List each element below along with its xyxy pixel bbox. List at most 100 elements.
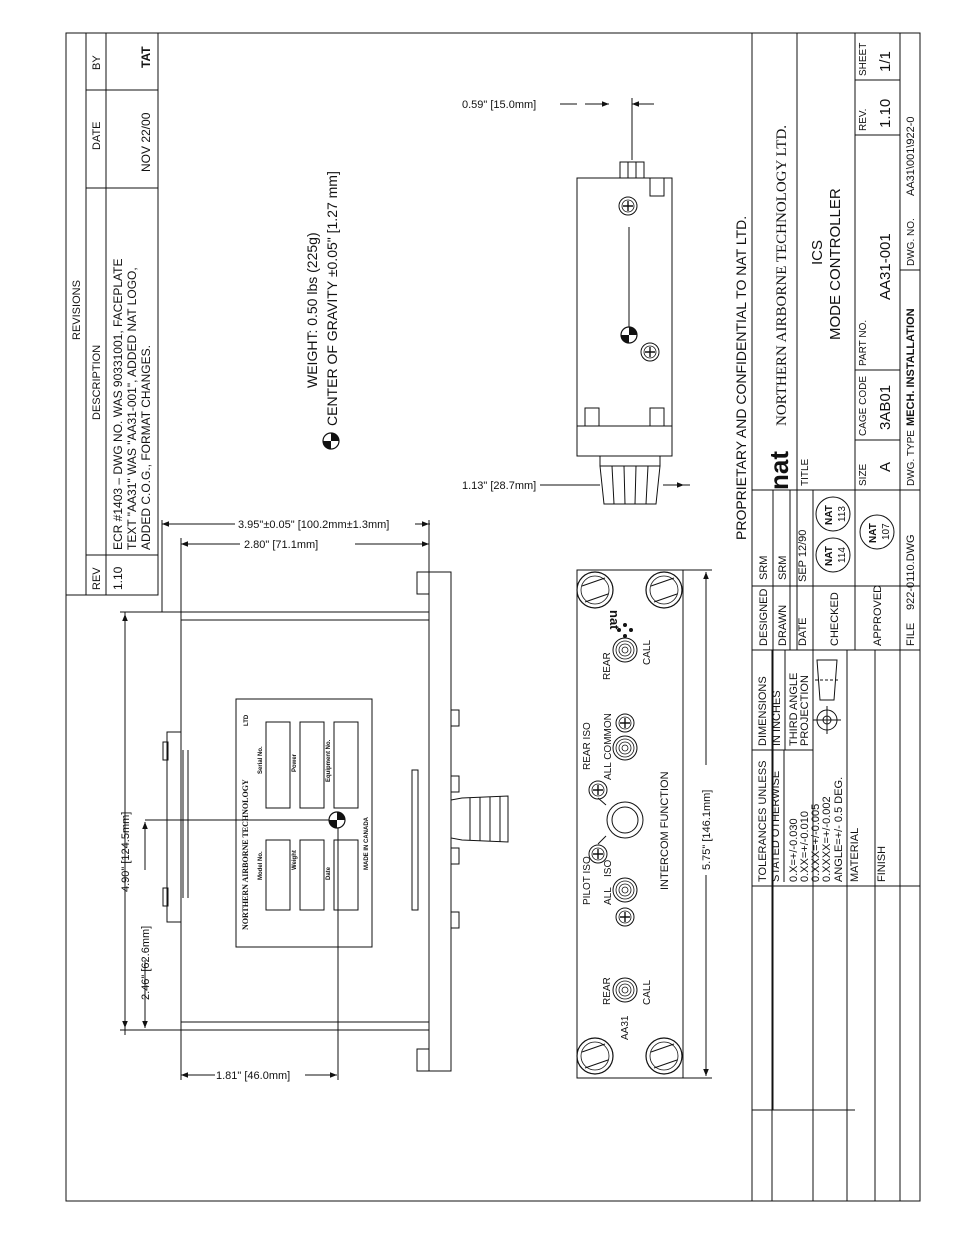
label-ltd: LTD bbox=[244, 714, 250, 726]
finish-label: FINISH bbox=[876, 846, 888, 882]
side-screw-icon bbox=[640, 342, 660, 362]
sheet-value: 1/1 bbox=[877, 51, 894, 72]
size-value: A bbox=[877, 462, 894, 472]
company-name: NORTHERN AIRBORNE TECHNOLOGY LTD. bbox=[774, 125, 790, 426]
rev-value: 1.10 bbox=[111, 566, 125, 590]
tol-line3: 0.XXX=+/-0.005 bbox=[810, 804, 822, 882]
title-block-logo: nat bbox=[764, 451, 794, 490]
rev-value-tb: 1.10 bbox=[877, 99, 894, 128]
common-jack-icon bbox=[612, 735, 638, 761]
all-label: ALL bbox=[603, 887, 614, 905]
dimensions-faceplate: 5.75" [146.1mm] bbox=[683, 569, 713, 1079]
dwg-no-label: DWG. NO. bbox=[906, 218, 917, 266]
title-block: nat NORTHERN AIRBORNE TECHNOLOGY LTD. TI… bbox=[751, 32, 921, 1202]
title-label: TITLE bbox=[800, 458, 811, 486]
approved-label: APPROVED bbox=[872, 585, 884, 646]
dimensions-top-view: 3.95"±0.05" [100.2mm±1.3mm] 2.80" [71.1m… bbox=[120, 519, 430, 1082]
tol-header2: STATED OTHERWISE bbox=[770, 771, 782, 882]
dims-line1: DIMENSIONS bbox=[757, 676, 769, 746]
dim-knob-depth: 1.13" [28.7mm] bbox=[462, 480, 536, 492]
rev-label: REV. bbox=[858, 109, 869, 131]
third-angle-projection-icon bbox=[813, 659, 841, 734]
rev-desc-line1: ECR #1403 – DWG NO. WAS 90331001, FACEPL… bbox=[111, 259, 125, 550]
cog-note: CENTER OF GRAVITY ±0.05" [1.27 mm] bbox=[324, 171, 340, 426]
common-screw-icon bbox=[615, 713, 635, 733]
designed-label: DESIGNED bbox=[758, 588, 770, 646]
svg-text:113: 113 bbox=[837, 506, 848, 522]
tol-header1: TOLERANCES UNLESS bbox=[757, 761, 769, 882]
dwg-type-label: DWG. TYPE bbox=[906, 430, 917, 486]
dimensions-side-view: 1.13" [28.7mm] 0.59" [15.0mm] bbox=[462, 98, 690, 492]
faceplate-model: AA31 bbox=[620, 1015, 631, 1040]
dim-overall-depth: 3.95"±0.05" [100.2mm±1.3mm] bbox=[238, 519, 389, 531]
dims-line2: IN INCHES bbox=[771, 690, 783, 746]
designed-value: SRM bbox=[758, 556, 770, 580]
size-label: SIZE bbox=[858, 463, 869, 486]
intercom-function-label: INTERCOM FUNCTION bbox=[659, 771, 671, 890]
side-view bbox=[576, 161, 673, 505]
sheet-label: SHEET bbox=[858, 43, 869, 76]
title-line1: ICS bbox=[809, 240, 826, 265]
pilot-iso-label: PILOT ISO bbox=[582, 856, 593, 905]
title-line2: MODE CONTROLLER bbox=[827, 188, 844, 340]
label-made-in: MADE IN CANADA bbox=[364, 816, 370, 870]
rev-by: TAT bbox=[139, 46, 153, 68]
dim-cog-depth: 1.81" [46.0mm] bbox=[216, 1070, 290, 1082]
cog-symbol-icon bbox=[322, 432, 340, 450]
faceplate-view: nat REAR CALL ALL COMMON REAR ISO PILOT … bbox=[576, 569, 684, 1079]
dwg-no-value: AA31\001\922-0 bbox=[905, 116, 917, 196]
product-label-plate: NORTHERN AIRBORNE TECHNOLOGY LTD Model N… bbox=[235, 698, 373, 948]
weight-note: WEIGHT: 0.50 lbs (225g) bbox=[304, 232, 320, 388]
side-cog-icon bbox=[620, 326, 638, 344]
tol-line5: ANGLE=+/- 0.5 DEG. bbox=[833, 777, 845, 882]
checked-label: CHECKED bbox=[829, 592, 841, 646]
label-company: NORTHERN AIRBORNE TECHNOLOGY bbox=[241, 779, 250, 930]
dim-cog-offset: 2.46" [62.6mm] bbox=[140, 926, 152, 1000]
side-screw-icon bbox=[618, 196, 638, 216]
proj-line2: PROJECTION bbox=[799, 675, 811, 746]
tol-line2: 0.XX=+/-0.010 bbox=[799, 811, 811, 882]
check-stamp-114: NAT 114 bbox=[815, 537, 851, 573]
dim-faceplate-height: 5.75" [146.1mm] bbox=[701, 790, 713, 870]
tol-line1: 0.X=+/-0.030 bbox=[788, 818, 800, 882]
rear-call-jack-bottom-icon bbox=[612, 977, 638, 1003]
call-label-bottom: CALL bbox=[642, 980, 653, 1005]
faceplate-screw-icon bbox=[576, 571, 614, 609]
dim-connector-depth: 0.59" [15.0mm] bbox=[462, 99, 536, 111]
part-value: AA31-001 bbox=[877, 233, 894, 300]
dim-body-depth: 2.80" [71.1mm] bbox=[244, 539, 318, 551]
drawn-value: SRM bbox=[777, 556, 789, 580]
label-equipment: Equipment No. bbox=[326, 739, 332, 782]
rev-date: NOV 22/00 bbox=[139, 112, 153, 172]
svg-text:nat: nat bbox=[607, 610, 622, 630]
rev-col-header: REV bbox=[91, 567, 103, 590]
tol-line4: 0.XXXX=+/-0.002 bbox=[821, 796, 833, 882]
svg-text:107: 107 bbox=[881, 523, 892, 540]
file-value: 922-0110.DWG bbox=[905, 534, 917, 610]
label-power: Power bbox=[292, 753, 298, 772]
iso-label: ISO bbox=[603, 860, 614, 877]
faceplate-nat-logo: nat bbox=[607, 610, 633, 638]
revisions-header: REVISIONS bbox=[71, 280, 83, 340]
all-common-label: ALL COMMON bbox=[603, 713, 614, 780]
label-model: Model No. bbox=[258, 851, 264, 880]
faceplate-screw-icon bbox=[645, 571, 683, 609]
rear-call-jack-icon bbox=[612, 637, 638, 663]
pilot-jack-screw-icon bbox=[615, 907, 635, 927]
rear-call-label-top: REAR bbox=[602, 652, 613, 680]
date-label: DATE bbox=[797, 617, 809, 646]
cage-label: CAGE CODE bbox=[858, 376, 869, 436]
top-view: NORTHERN AIRBORNE TECHNOLOGY LTD Model N… bbox=[145, 571, 509, 1080]
label-weight: Weight bbox=[292, 850, 298, 870]
notes: WEIGHT: 0.50 lbs (225g) CENTER OF GRAVIT… bbox=[304, 171, 340, 450]
rev-desc-line2: TEXT "AA31" WAS "AA31-001", ADDED NAT LO… bbox=[125, 267, 139, 550]
label-date: Date bbox=[326, 866, 332, 880]
by-col-header: BY bbox=[91, 55, 103, 70]
approval-stamp-107: NAT 107 bbox=[859, 514, 895, 550]
svg-text:NAT: NAT bbox=[868, 523, 879, 543]
check-stamp-113: NAT 113 bbox=[815, 496, 851, 532]
rev-desc-line3: ADDED C.O.G., FORMAT CHANGES. bbox=[139, 345, 153, 550]
svg-text:NAT: NAT bbox=[824, 546, 835, 566]
proj-line1: THIRD ANGLE bbox=[788, 673, 800, 746]
